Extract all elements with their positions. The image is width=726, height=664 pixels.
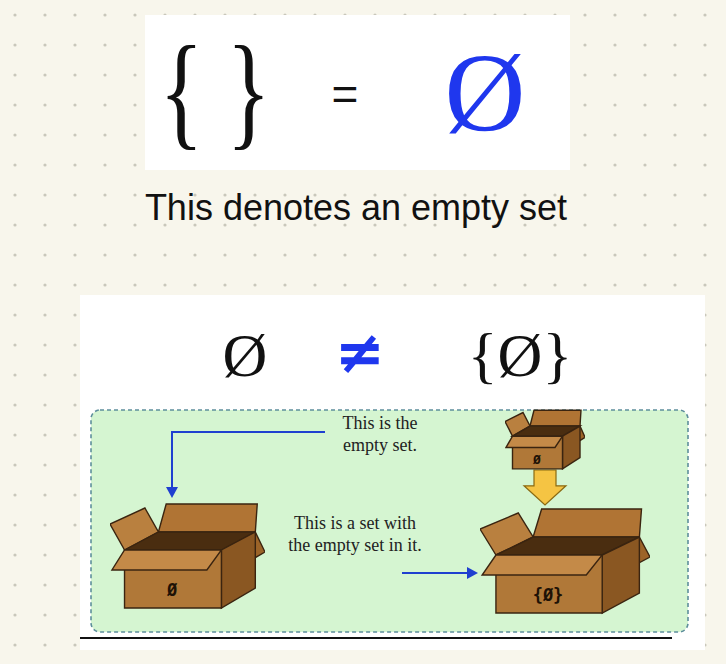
equals-sign: = (332, 71, 359, 117)
box-face (563, 426, 581, 469)
leader-line (402, 572, 468, 574)
box-label: Ø (533, 452, 541, 465)
cardboard-box: {Ø} (480, 505, 650, 615)
box-face (506, 436, 563, 447)
box-illustration (505, 408, 585, 470)
box-face (158, 504, 257, 532)
empty-set-symbol: Ø (223, 324, 268, 386)
box-label: {Ø} (533, 587, 564, 604)
cardboard-box: Ø (505, 408, 585, 470)
box-face (112, 550, 221, 570)
callout-text: This is the empty set. (320, 413, 440, 456)
set-symbol: {Ø} (468, 324, 572, 386)
handwritten-note: This denotes an empty set (145, 190, 567, 226)
connector-arrow (524, 470, 566, 505)
white-panel (145, 15, 570, 170)
empty-set-symbol: Ø (445, 36, 526, 148)
green-region (91, 410, 688, 632)
cardboard-box: Ø (110, 500, 265, 610)
box-label: Ø (167, 582, 177, 599)
arrow-head (166, 487, 178, 498)
box-face (530, 410, 581, 426)
white-panel (80, 295, 705, 650)
box-illustration (110, 500, 265, 610)
not-equal-sign: ≠ (335, 322, 385, 382)
leader-line (172, 432, 325, 488)
arrow-head (467, 567, 478, 579)
callout-text: This is a set with the empty set in it. (285, 513, 425, 556)
box-face (602, 537, 639, 613)
brace-symbol: { } (159, 26, 271, 154)
box-face (221, 532, 255, 608)
box-face (533, 509, 641, 537)
box-illustration (480, 505, 650, 615)
box-face (482, 555, 602, 575)
rule-line (80, 637, 672, 639)
